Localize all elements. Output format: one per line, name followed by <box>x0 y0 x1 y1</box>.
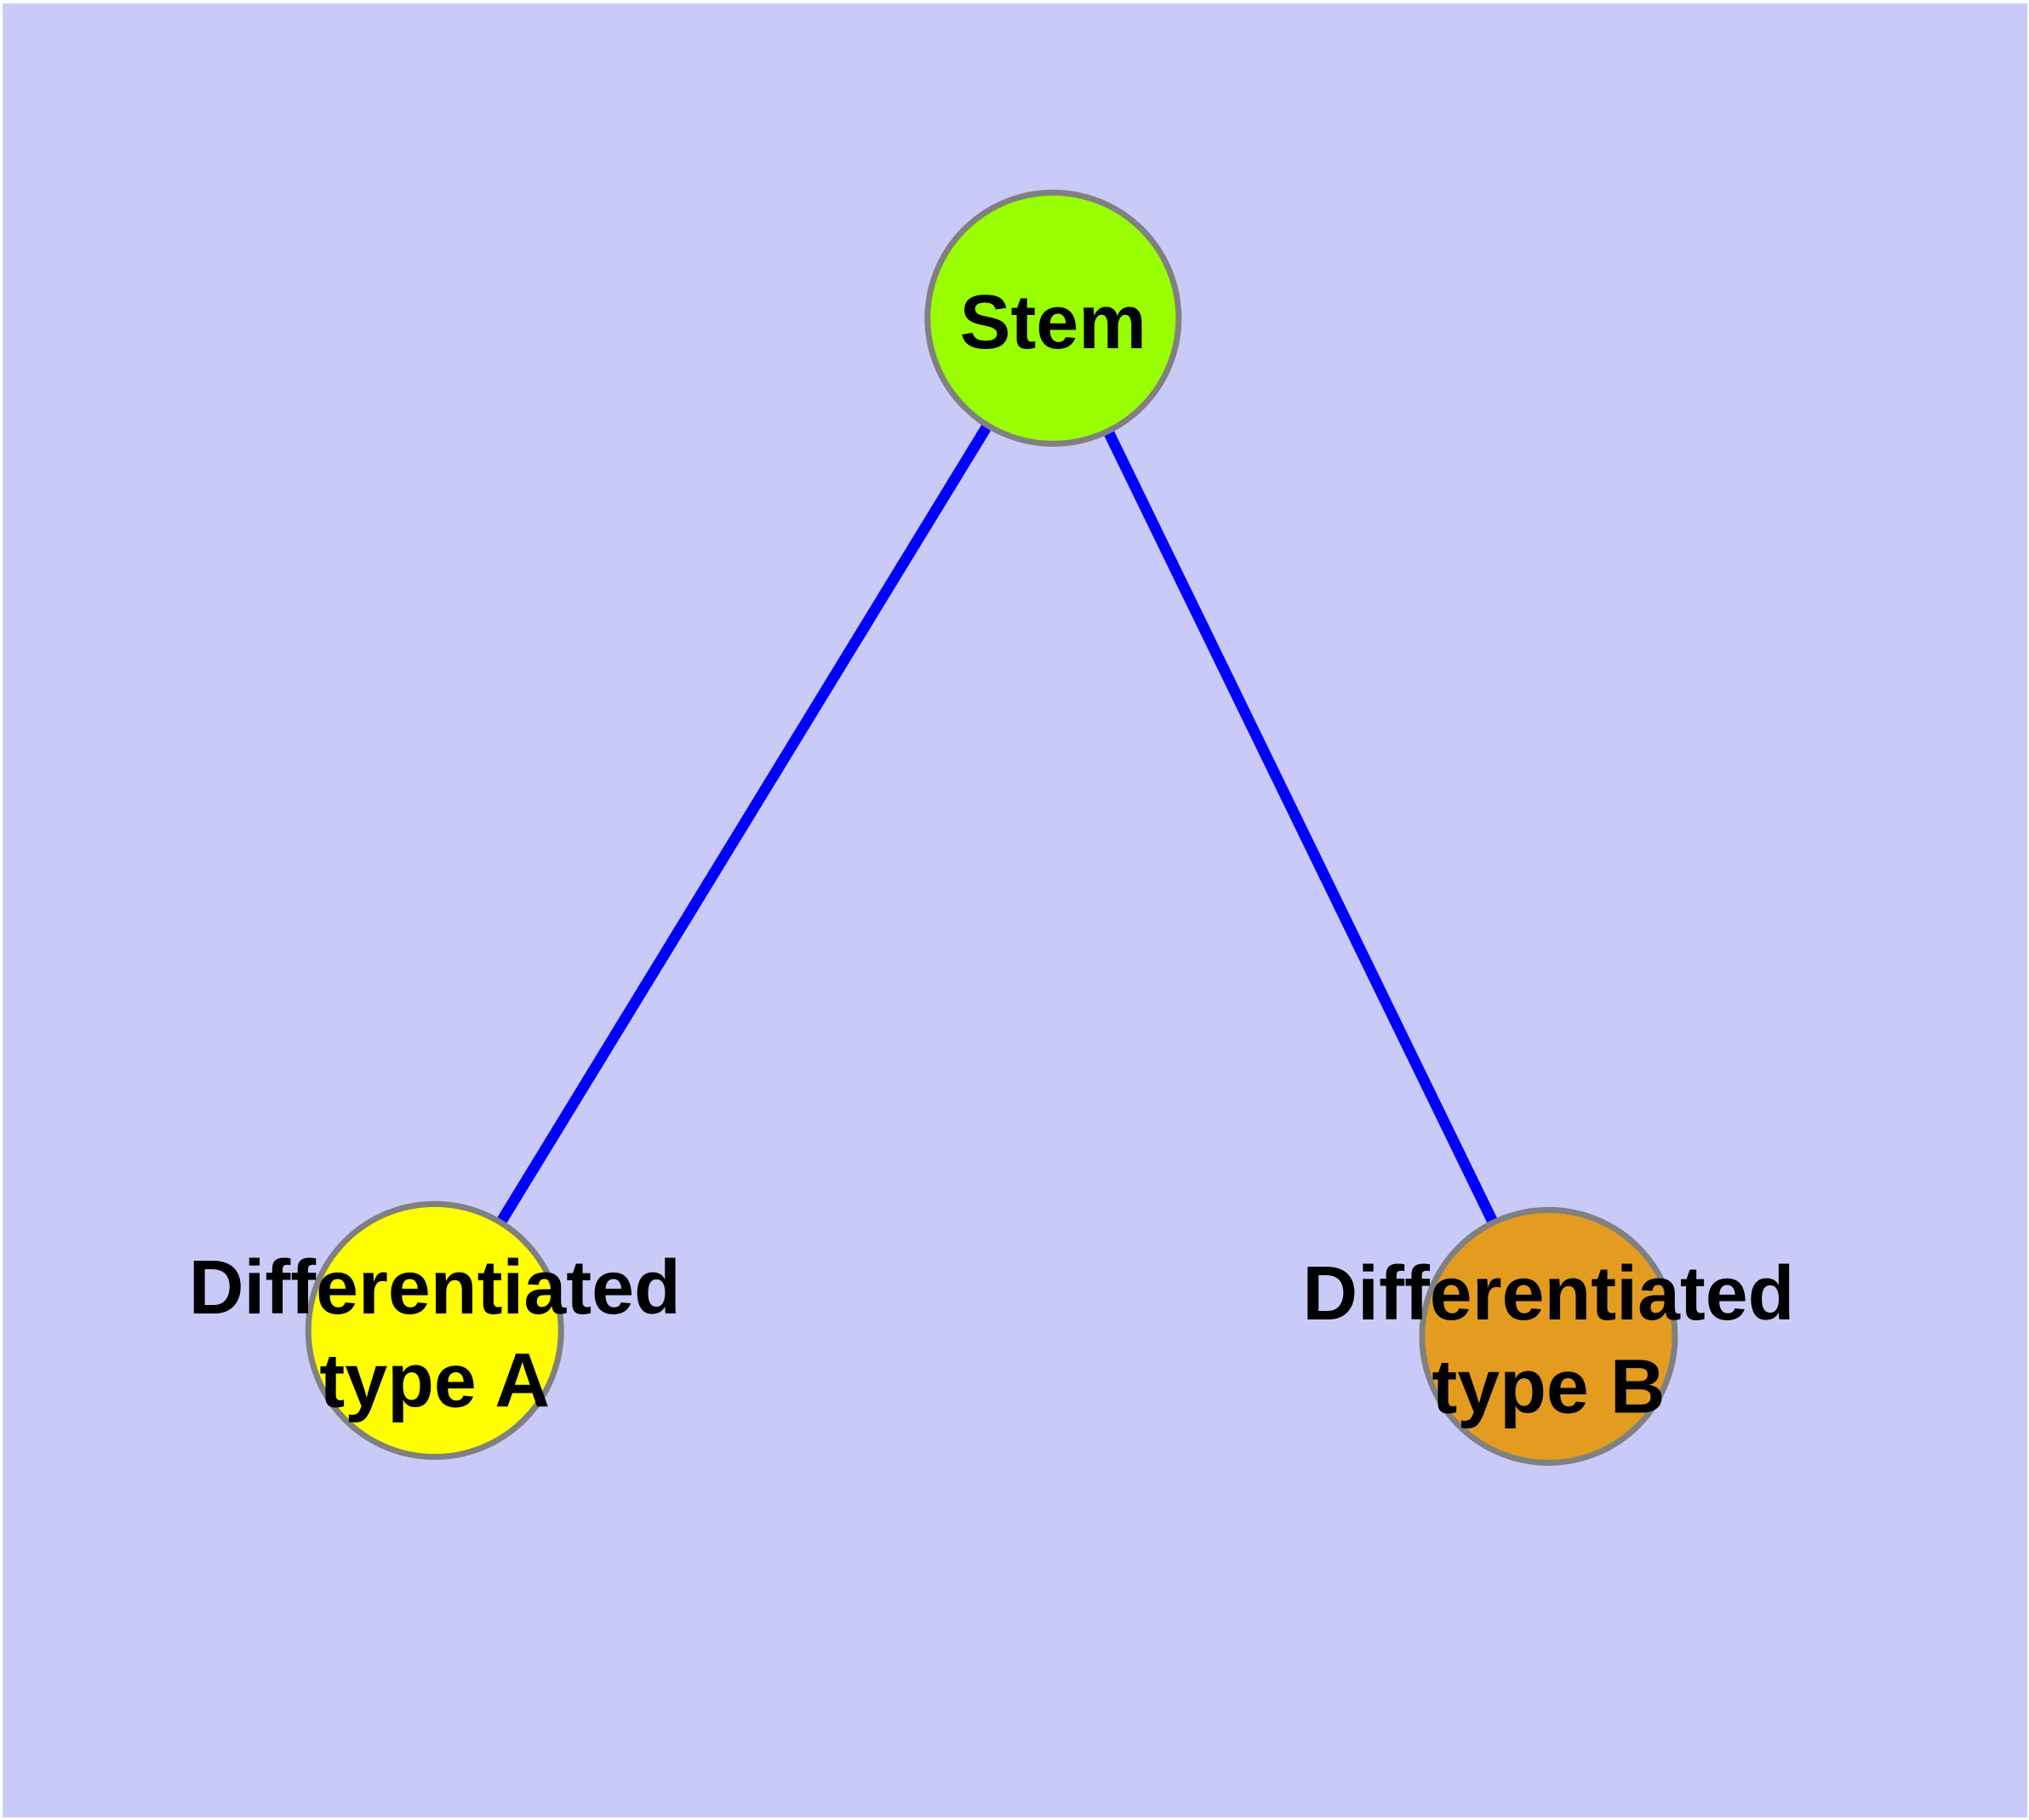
node-label-differentiated-type-b-line-1: Differentiated <box>1302 1251 1794 1336</box>
node-label-differentiated-type-a-line-2: type A <box>319 1339 550 1424</box>
node-differentiated-type-a <box>305 1200 564 1460</box>
edge-stem-to-differentiated-type-b <box>1048 315 1554 1339</box>
node-stem <box>924 189 1182 447</box>
node-label-stem-line-1: Stem <box>960 280 1146 365</box>
node-differentiated-type-b <box>1419 1206 1678 1466</box>
node-label-differentiated-type-b-line-2: type B <box>1432 1345 1665 1430</box>
node-label-differentiated-type-a-line-1: Differentiated <box>189 1245 681 1331</box>
edge-stem-to-differentiated-type-a <box>430 315 1058 1334</box>
